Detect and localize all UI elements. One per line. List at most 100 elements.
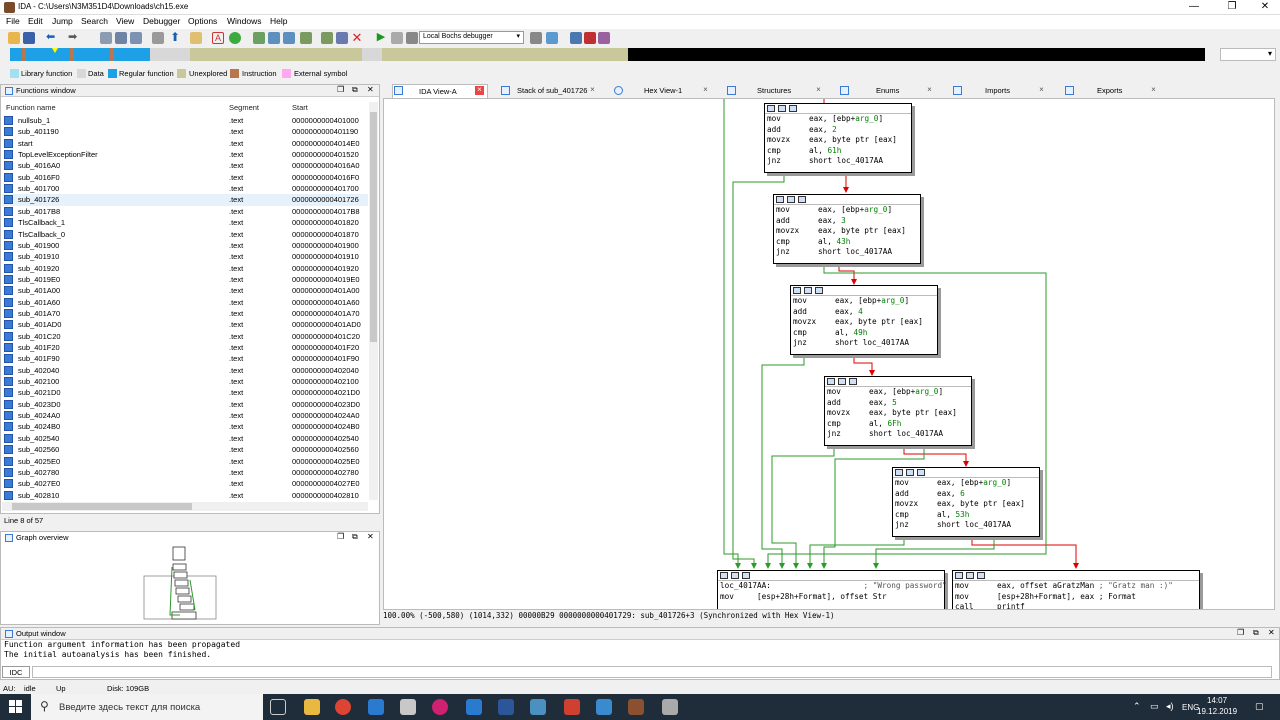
panel-close-button[interactable]: ✕ [1268, 628, 1275, 637]
back-icon[interactable]: ⬅ [46, 31, 56, 43]
start-debug-icon[interactable]: ▶ [376, 31, 386, 43]
tab-close-icon[interactable]: × [1151, 85, 1156, 94]
block-list-icon[interactable] [742, 572, 750, 579]
block-list-icon[interactable] [977, 572, 985, 579]
block-color-icon[interactable] [720, 572, 728, 579]
tab-enums[interactable]: Enums [836, 84, 936, 98]
call-graph-icon[interactable] [283, 32, 295, 44]
tab-structures[interactable]: Structures [723, 84, 823, 98]
flow-chart-icon[interactable] [268, 32, 280, 44]
tab-close-icon[interactable]: × [927, 85, 932, 94]
command-line-input[interactable] [32, 666, 1272, 678]
block-color-icon[interactable] [767, 105, 775, 112]
column-header-function-name[interactable]: Function name [6, 103, 56, 112]
tab-close-icon[interactable]: × [816, 85, 821, 94]
tab-hex-view[interactable]: Hex View-1 [610, 84, 710, 98]
notifications-icon[interactable]: ▢ [1255, 701, 1264, 711]
block-color-icon[interactable] [895, 469, 903, 476]
debugger-select[interactable]: Local Bochs debugger▾ [419, 31, 524, 44]
binary-icon[interactable] [152, 32, 164, 44]
app-icon[interactable] [432, 699, 448, 715]
save-icon[interactable] [23, 32, 35, 44]
column-header-start[interactable]: Start [292, 103, 308, 112]
block-group-icon[interactable] [906, 469, 914, 476]
volume-icon[interactable]: ◂) [1166, 701, 1174, 711]
find-icon[interactable] [190, 32, 202, 44]
user-xrefs-icon[interactable] [321, 32, 333, 44]
graph-icon[interactable] [253, 32, 265, 44]
app-icon[interactable] [564, 699, 580, 715]
tab-stack[interactable]: Stack of sub_401726 [497, 84, 597, 98]
stop-icon[interactable] [406, 32, 418, 44]
app-icon[interactable] [466, 699, 482, 715]
sync-icon[interactable] [546, 32, 558, 44]
panel-float-button[interactable]: ❐ [337, 85, 345, 94]
tab-close-icon[interactable]: × [590, 85, 595, 94]
panel-float-button[interactable]: ❐ [337, 532, 345, 541]
block-color-icon[interactable] [776, 196, 784, 203]
taskbar-search[interactable]: ⚲ Введите здесь текст для поиска [31, 694, 263, 720]
functions-hscrollbar[interactable] [2, 502, 368, 511]
block-color-icon[interactable] [793, 287, 801, 294]
tab-imports[interactable]: Imports [949, 84, 1049, 98]
block-list-icon[interactable] [917, 469, 925, 476]
menu-edit[interactable]: Edit [28, 16, 43, 26]
panel-close-button[interactable]: ✕ [367, 532, 374, 541]
app-icon[interactable] [400, 699, 416, 715]
breakpoint-icon[interactable] [584, 32, 596, 44]
menu-windows[interactable]: Windows [227, 16, 262, 26]
block-group-icon[interactable] [966, 572, 974, 579]
tab-ida-view-a[interactable]: IDA View-A [392, 84, 488, 98]
panel-pin-button[interactable]: ⧉ [1253, 628, 1259, 637]
file-explorer-icon[interactable] [304, 699, 320, 715]
windows-start-icon[interactable] [9, 700, 23, 714]
block-list-icon[interactable] [789, 105, 797, 112]
block-group-icon[interactable] [838, 378, 846, 385]
up-arrow-icon[interactable]: ⬆ [170, 30, 181, 44]
nav-band-scroll[interactable]: ▾ [1220, 48, 1276, 61]
close-button[interactable]: ✕ [1260, 1, 1270, 12]
block-group-icon[interactable] [787, 196, 795, 203]
pause-icon[interactable] [391, 32, 403, 44]
menu-view[interactable]: View [116, 16, 135, 26]
menu-file[interactable]: File [6, 16, 20, 26]
language-indicator[interactable]: ENG [1182, 703, 1200, 712]
menu-help[interactable]: Help [270, 16, 288, 26]
run-script-icon[interactable] [229, 32, 241, 44]
column-header-segment[interactable]: Segment [229, 103, 260, 112]
tab-close-icon[interactable]: × [475, 86, 484, 95]
app-icon[interactable] [368, 699, 384, 715]
minimize-button[interactable]: — [1189, 1, 1199, 12]
functions-vscrollbar[interactable] [369, 102, 378, 500]
block-list-icon[interactable] [849, 378, 857, 385]
tab-close-icon[interactable]: × [1039, 85, 1044, 94]
restore-button[interactable]: ❐ [1227, 1, 1237, 12]
taskbar-clock[interactable]: 14:07 19.12.2019 [1197, 695, 1237, 717]
